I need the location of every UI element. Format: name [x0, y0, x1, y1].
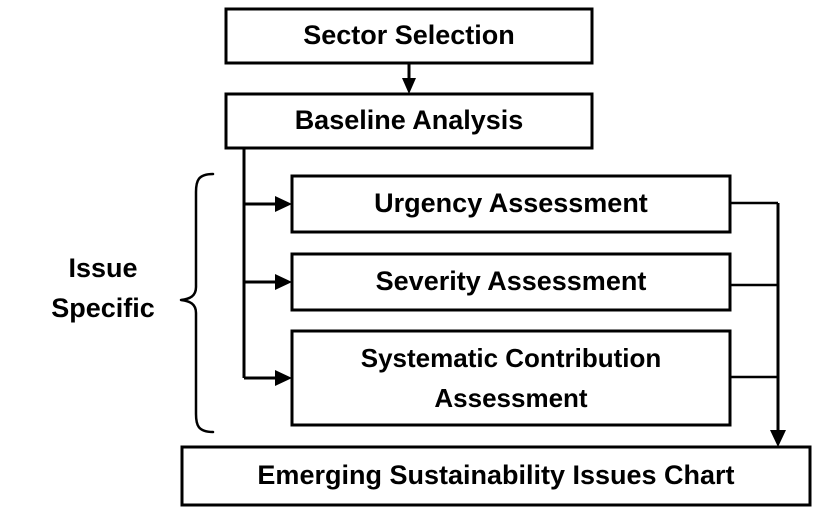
urgency-assessment-box[interactable]: [290, 174, 732, 234]
systematic-contribution-label-line2: Assessment: [434, 383, 588, 413]
issue-specific-brace: [179, 172, 215, 434]
arrow-right-icon: [275, 196, 292, 212]
node-systematic-contribution-assessment[interactable]: Systematic Contribution Assessment: [290, 329, 732, 427]
urgency-assessment-label: Urgency Assessment: [374, 188, 648, 218]
issue-specific-label-line2: Specific: [51, 293, 155, 323]
node-baseline-analysis[interactable]: Baseline Analysis: [224, 92, 594, 150]
arrow-down-icon: [402, 78, 416, 94]
baseline-analysis-box[interactable]: [224, 92, 594, 150]
issue-specific-label-line1: Issue: [68, 253, 137, 283]
baseline-analysis-label: Baseline Analysis: [295, 105, 524, 135]
node-emerging-sustainability-issues-chart[interactable]: Emerging Sustainability Issues Chart: [180, 445, 812, 507]
systematic-contribution-label-line1: Systematic Contribution: [361, 343, 661, 373]
node-sector-selection[interactable]: Sector Selection: [224, 7, 594, 65]
severity-assessment-box[interactable]: [290, 252, 732, 312]
connector-sector-to-baseline: [402, 63, 416, 94]
arrow-right-icon: [275, 370, 292, 386]
connector-right-trunk: [770, 203, 786, 447]
severity-assessment-label: Severity Assessment: [376, 266, 647, 296]
connector-baseline-to-severity: [244, 274, 292, 290]
arrow-right-icon: [275, 274, 292, 290]
sector-selection-label: Sector Selection: [303, 20, 515, 50]
node-urgency-assessment[interactable]: Urgency Assessment: [290, 174, 732, 234]
arrow-down-icon: [770, 430, 786, 447]
issue-specific-label: Issue Specific: [51, 253, 155, 323]
sector-selection-box[interactable]: [224, 7, 594, 65]
connector-baseline-to-systematic: [244, 370, 292, 386]
node-severity-assessment[interactable]: Severity Assessment: [290, 252, 732, 312]
emerging-chart-label: Emerging Sustainability Issues Chart: [257, 460, 734, 490]
connector-baseline-to-urgency: [244, 196, 292, 212]
emerging-chart-box[interactable]: [180, 445, 812, 507]
systematic-contribution-box[interactable]: [290, 329, 732, 427]
